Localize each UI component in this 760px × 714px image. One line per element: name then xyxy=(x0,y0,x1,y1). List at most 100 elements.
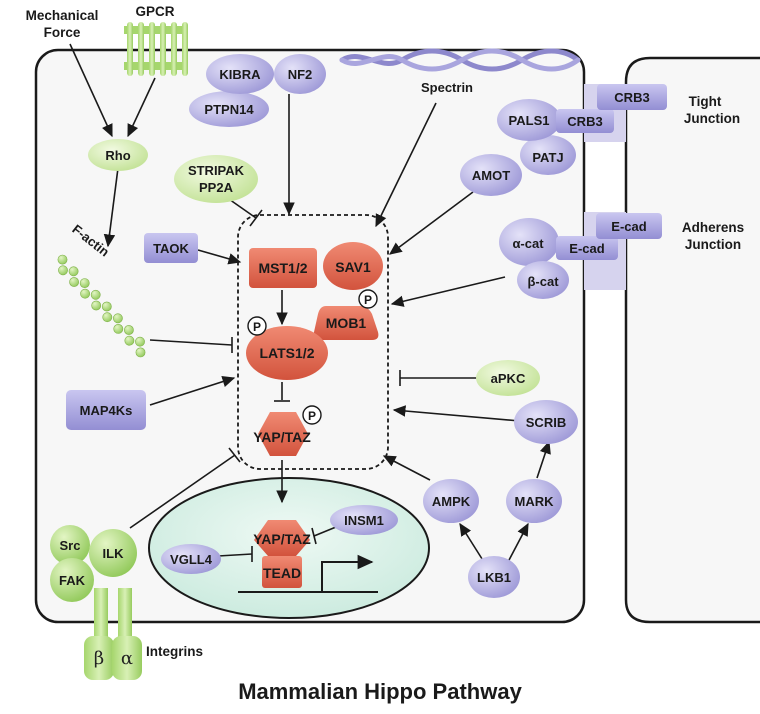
mob1-label: MOB1 xyxy=(326,315,367,331)
edge-factin-lats xyxy=(149,339,233,346)
core-cassette-box xyxy=(237,214,389,470)
ecad-cell-label: E-cad xyxy=(569,241,604,256)
pals1-node xyxy=(497,99,561,141)
edge-vgll4-tead xyxy=(217,553,253,557)
phospho-mark-mob1: P xyxy=(358,289,378,309)
yap-taz-nuclear-node xyxy=(254,520,310,556)
edge-rho-factin xyxy=(103,167,119,248)
amot-label: AMOT xyxy=(472,168,510,183)
integrin-alpha-stalk xyxy=(118,588,132,640)
sav1-label: SAV1 xyxy=(335,259,371,275)
lkb1-node xyxy=(468,556,520,598)
svg-text:P: P xyxy=(364,293,372,307)
svg-text:P: P xyxy=(253,320,261,334)
diagram-title: Mammalian Hippo Pathway xyxy=(238,679,522,704)
tead-label: TEAD xyxy=(263,565,301,581)
spectrin-label: Spectrin xyxy=(421,80,473,95)
target-gene-promoter xyxy=(238,554,378,593)
amot-node xyxy=(460,154,522,196)
mark-label: MARK xyxy=(515,494,555,509)
phospho-mark-lats: P xyxy=(247,316,267,336)
src-node xyxy=(50,525,90,565)
b-cat-label: β-cat xyxy=(527,274,559,289)
crb3-cell-node xyxy=(556,109,614,133)
edge-lkb1-mark xyxy=(507,522,529,563)
patj-label: PATJ xyxy=(532,150,563,165)
vgll4-node xyxy=(161,544,221,574)
adherens-junction-label-line2: Junction xyxy=(685,237,741,252)
gpcr-receptor-icon xyxy=(124,22,188,76)
edge-amot-mst xyxy=(388,191,474,255)
tead-node xyxy=(262,556,302,588)
nf2-node xyxy=(274,54,326,94)
edge-stripak-mst-bar xyxy=(249,209,263,227)
ecad-cell-node xyxy=(556,236,618,260)
b-cat-node xyxy=(517,261,569,299)
map4ks-node xyxy=(66,390,146,430)
insm1-label: INSM1 xyxy=(344,513,384,528)
mechanical-force-label-line2: Force xyxy=(44,25,81,40)
ecad-membrane-label: E-cad xyxy=(611,219,646,234)
integrin-beta-label: β xyxy=(94,648,104,669)
edge-ilk-yap xyxy=(129,454,236,529)
neighbor-cell-membrane xyxy=(624,56,760,624)
svg-text:P: P xyxy=(308,409,316,423)
nf2-label: NF2 xyxy=(288,67,313,82)
yap-taz-cytoplasm-node xyxy=(258,412,308,456)
kibra-node xyxy=(206,54,274,94)
crb3-membrane-node xyxy=(597,84,667,110)
fak-node xyxy=(50,558,94,602)
edge-gpcr-rho xyxy=(127,77,156,138)
kibra-label: KIBRA xyxy=(219,67,261,82)
sav1-node xyxy=(323,242,383,290)
edge-scrib-yap xyxy=(392,405,521,422)
rho-label: Rho xyxy=(105,148,130,163)
spectrin-filament-icon xyxy=(339,48,581,72)
integrin-alpha-label: α xyxy=(121,648,133,669)
integrin-beta-head xyxy=(84,636,114,680)
mst12-node xyxy=(249,248,317,288)
src-label: Src xyxy=(60,538,81,553)
map4ks-label: MAP4Ks xyxy=(80,403,133,418)
insm1-node xyxy=(330,505,398,535)
yap-taz-nuclear-label: YAP/TAZ xyxy=(253,531,311,547)
integrin-beta-stalk xyxy=(94,588,108,640)
pp2a-label: PP2A xyxy=(199,180,234,195)
integrin-alpha-head xyxy=(112,636,142,680)
phospho-mark-yap: P xyxy=(302,405,322,425)
edge-lkb1-ampk xyxy=(459,522,485,563)
patj-node xyxy=(520,135,576,175)
edge-insm1-yap-bar xyxy=(311,527,317,545)
ptpn14-node xyxy=(189,91,269,127)
edge-acat-mob1 xyxy=(390,276,506,307)
edge-insm1-yap xyxy=(313,526,337,537)
edge-spectrin-mst xyxy=(375,102,437,228)
a-cat-label: α-cat xyxy=(512,236,544,251)
scrib-label: SCRIB xyxy=(526,415,566,430)
ampk-node xyxy=(423,479,479,523)
taok-label: TAOK xyxy=(153,241,189,256)
tight-junction-label-line2: Junction xyxy=(684,111,740,126)
crb3-cell-label: CRB3 xyxy=(567,114,602,129)
gpcr-label: GPCR xyxy=(135,4,174,19)
ecad-membrane-node xyxy=(596,213,662,239)
lats12-label: LATS1/2 xyxy=(260,345,315,361)
mechanical-force-label-line1: Mechanical xyxy=(26,8,99,23)
pals1-label: PALS1 xyxy=(509,113,550,128)
mob1-node xyxy=(313,306,379,340)
edge-taok-mst xyxy=(197,249,242,265)
edge-map4k-lats xyxy=(149,376,236,406)
crb3-membrane-label: CRB3 xyxy=(614,90,649,105)
tight-junction-label-line1: Tight xyxy=(689,94,722,109)
stripak-pp2a-node xyxy=(174,155,258,203)
scrib-node xyxy=(514,400,578,444)
apkc-node xyxy=(476,360,540,396)
vgll4-label: VGLL4 xyxy=(170,552,213,567)
edge-mark-scrib xyxy=(536,440,551,479)
lats12-node xyxy=(246,326,328,380)
a-cat-node xyxy=(499,218,559,266)
fak-label: FAK xyxy=(59,573,86,588)
ampk-label: AMPK xyxy=(432,494,471,509)
edge-ampk-yap xyxy=(382,455,431,481)
edge-force-rho xyxy=(69,43,113,138)
